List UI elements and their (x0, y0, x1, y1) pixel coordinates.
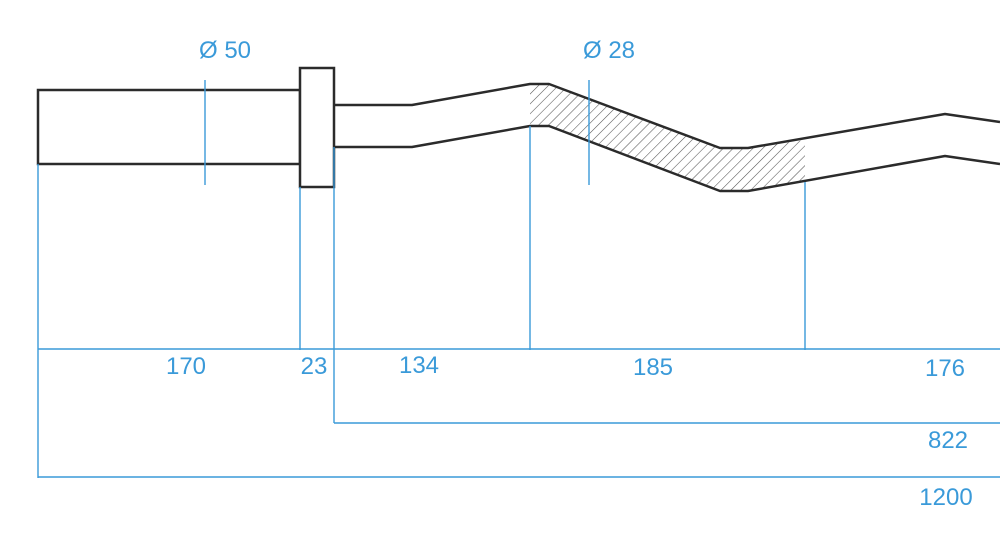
sleeve (36, 88, 302, 166)
grip-bend-length-label: 185 (633, 354, 673, 381)
bar-diameter-label: Ø 28 (583, 37, 635, 64)
first-straight-length-label: 134 (399, 352, 439, 379)
extension-lines (37, 126, 806, 478)
sleeve-diameter-label: Ø 50 (199, 37, 251, 64)
shaft-top-edge (334, 82, 1000, 150)
hatched-grip-section (530, 84, 805, 191)
second-straight-length-label: 176 (925, 355, 965, 382)
collar (298, 66, 336, 189)
inner-length-label: 822 (928, 427, 968, 454)
overall-length-label: 1200 (919, 484, 972, 511)
shaft (334, 82, 1000, 193)
shaft-bottom-edge (334, 124, 1000, 193)
collar-length-label: 23 (301, 353, 328, 380)
sleeve-length-label: 170 (166, 353, 206, 380)
